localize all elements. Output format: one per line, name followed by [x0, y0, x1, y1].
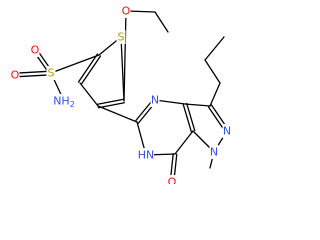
atom-label-O_carbonyl: O	[168, 176, 177, 185]
bond-N4-C3a	[154, 99, 186, 105]
label-bg-HN	[138, 148, 154, 162]
bond-Cpa-Cpb	[204, 59, 221, 84]
bond-CH2e-CH3e	[154, 11, 169, 33]
label-bg-N_ring_top	[150, 93, 160, 107]
atom-subscript-NH2: 2	[70, 100, 75, 109]
label-bg-N_pyrazole	[222, 124, 232, 138]
bond-S_sulfonyl-O_s_left	[14, 74, 52, 78]
bond-C2-O_ether	[123, 10, 127, 102]
label-bg-O_s_left	[10, 68, 20, 82]
bond-C4-C3	[79, 82, 99, 107]
bond-C3a-C7a	[186, 102, 196, 132]
label-bg-S_sulfonyl	[46, 66, 56, 80]
bond-C7a-C7	[174, 130, 194, 155]
atom-label-HN: HN	[138, 149, 155, 162]
atom-label-O_s_left: O	[11, 69, 20, 82]
bond-C3a-C7a	[182, 103, 192, 133]
bond-C3-C5p	[97, 105, 138, 123]
bond-C3p-C3a	[184, 103, 211, 107]
label-bg-S_ring	[116, 30, 126, 44]
label-bg-NH2	[54, 94, 74, 108]
bond-C2-S_ring	[120, 36, 125, 102]
atom-label-O_s_top: O	[31, 44, 40, 57]
label-bg-O_carbonyl	[167, 175, 177, 184]
atom-label-O_ether: O	[122, 5, 131, 18]
atom-label-S_sulfonyl: S	[48, 67, 55, 80]
bond-C5-C4	[77, 53, 99, 83]
bond-C5-C4	[80, 55, 102, 85]
bond-S_sulfonyl-O_s_left	[14, 70, 52, 74]
label-bg-O_s_top	[30, 43, 40, 57]
atom-label-N_methyl: N	[210, 146, 218, 159]
bond-C3p-Cpa	[209, 82, 221, 107]
label-bg-N_methyl	[209, 145, 219, 159]
bond-C3-C2	[97, 102, 125, 109]
label-bg-O_ether	[121, 4, 131, 18]
bond-C5-S_sulfonyl	[50, 54, 100, 74]
atom-label-N_ring_top: N	[151, 94, 159, 107]
atom-label-NH2: NH2	[53, 95, 75, 109]
atom-label-S_ring: S	[118, 31, 125, 44]
bond-C3-C2	[97, 98, 125, 105]
bond-Cpb-Cpc	[204, 36, 225, 61]
atom-label-N_pyrazole: N	[223, 125, 231, 138]
bond-O_ether-CH2e	[125, 10, 156, 13]
